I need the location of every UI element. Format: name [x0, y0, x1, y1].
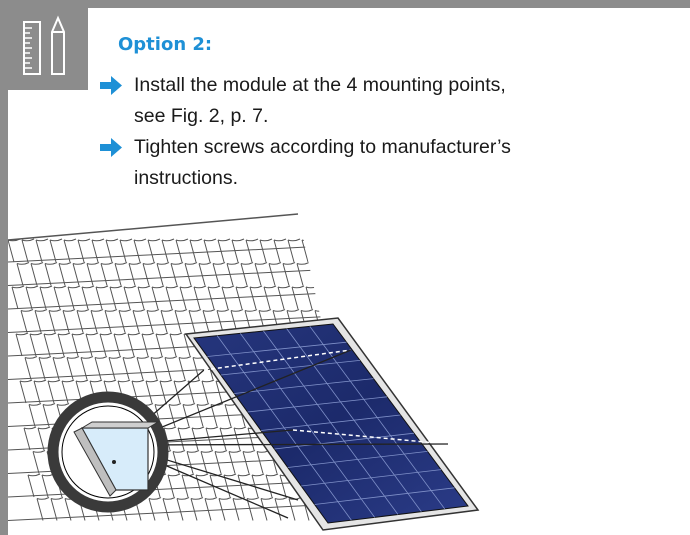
- option-heading: Option 2:: [118, 34, 213, 55]
- step-1-line-1: Install the module at the 4 mounting poi…: [134, 74, 506, 96]
- top-rule: [0, 0, 690, 8]
- step-2-line-2: instructions.: [134, 167, 239, 189]
- tool-icon-box: [0, 8, 88, 90]
- ruler-and-pencil-icon: [23, 15, 65, 75]
- detail-magnifier: [47, 391, 169, 513]
- arrow-right-icon: [100, 76, 122, 95]
- step-tighten-screws: Tighten screws according to manufacturer…: [98, 132, 658, 194]
- solar-panel: [184, 317, 480, 531]
- left-rule: [0, 0, 8, 535]
- step-1-line-2: see Fig. 2, p. 7.: [134, 105, 269, 127]
- step-install-module: Install the module at the 4 mounting poi…: [98, 70, 658, 132]
- solar-module-illustration: [8, 213, 480, 531]
- step-2-line-1: Tighten screws according to manufacturer…: [134, 136, 511, 158]
- arrow-right-icon: [100, 138, 122, 157]
